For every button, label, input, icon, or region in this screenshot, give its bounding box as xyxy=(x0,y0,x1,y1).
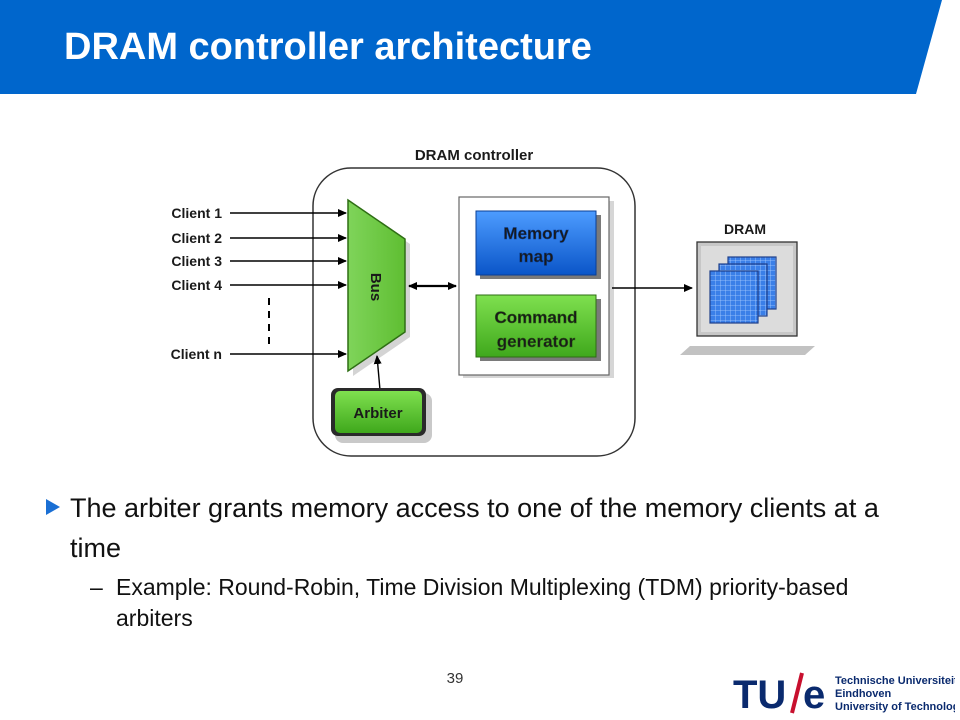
architecture-diagram: DRAM controller Client 1 Client 2 Client… xyxy=(171,147,815,457)
arbiter-inner xyxy=(335,391,422,433)
client-label-2: Client 2 xyxy=(171,230,222,246)
bullet-sub: – Example: Round-Robin, Time Division Mu… xyxy=(70,572,926,634)
client-label-4: Client 4 xyxy=(171,277,222,293)
dram-die-front xyxy=(709,270,759,324)
logo-line-3: University of Technology xyxy=(835,701,955,713)
arbiter-label: Arbiter xyxy=(353,405,402,422)
command-generator-line-2: generator xyxy=(497,332,576,351)
bullet-sub-text: Example: Round-Robin, Time Division Mult… xyxy=(116,574,849,631)
tue-logo: TU e Technische Universiteit Eindhoven U… xyxy=(733,672,955,715)
client-label-n: Client n xyxy=(171,346,222,362)
bullet-arrow-icon xyxy=(46,499,60,515)
logo-line-1: Technische Universiteit xyxy=(835,675,955,687)
memory-map-line-1: Memory xyxy=(503,224,569,243)
bullet-main: The arbiter grants memory access to one … xyxy=(46,488,926,568)
bullet-list: The arbiter grants memory access to one … xyxy=(46,488,926,634)
bullet-main-text: The arbiter grants memory access to one … xyxy=(70,493,879,563)
logo-slash xyxy=(790,672,804,714)
command-generator-line-1: Command xyxy=(494,308,577,327)
dram-label: DRAM xyxy=(724,221,766,237)
bus-shape xyxy=(347,198,406,373)
bus-label: Bus xyxy=(367,273,384,301)
client-label-3: Client 3 xyxy=(171,253,222,269)
slide-title: DRAM controller architecture xyxy=(64,26,592,68)
arbiter-arrow xyxy=(373,355,382,391)
logo-e: e xyxy=(803,673,825,715)
client-label-1: Client 1 xyxy=(171,205,222,221)
controller-boundary xyxy=(312,167,636,457)
header-bar xyxy=(0,0,942,94)
command-generator-box xyxy=(475,294,597,358)
logo-tu: TU xyxy=(733,673,786,715)
bullet-dash: – xyxy=(90,574,103,600)
controller-label: DRAM controller xyxy=(415,147,534,164)
logo-line-2: Eindhoven xyxy=(835,688,892,700)
memory-map-box xyxy=(475,210,597,276)
dram-floor-shadow xyxy=(680,346,815,355)
memory-map-line-2: map xyxy=(519,247,554,266)
page-number: 39 xyxy=(446,670,464,687)
